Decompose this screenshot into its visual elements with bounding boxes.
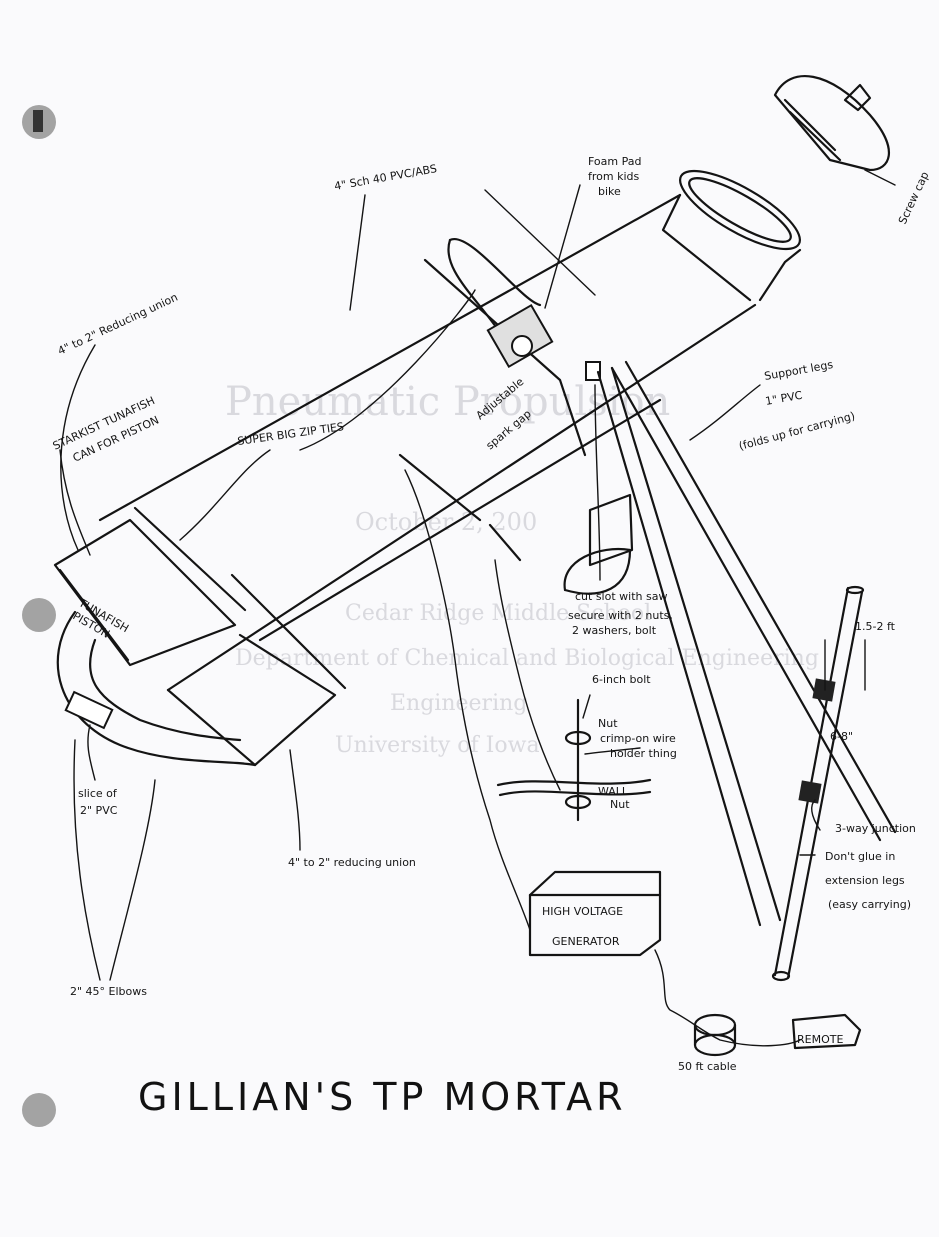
ghost-line-1: October 2, 200 [355,508,537,536]
ghost-line-3: Department of Chemical and Biological En… [235,646,819,671]
ghost-line-2: Cedar Ridge Middle School [345,601,651,626]
label-foam-pad-2: from kids [588,170,640,183]
label-cut-slot-2: secure with 2 nuts, [568,609,673,622]
punch-hole-tab [33,110,43,132]
label-screw-cap: Screw cap [896,170,932,227]
hv-label-1: HIGH VOLTAGE [542,905,623,918]
screw-cap [773,74,890,172]
label-cut-slot-3: 2 washers, bolt [572,624,657,637]
main-tube [98,169,802,692]
label-no-glue-2: extension legs [825,874,905,887]
label-crimp-2: holder thing [610,747,677,760]
label-no-glue-3: (easy carrying) [828,898,911,911]
hv-generator: HIGH VOLTAGE GENERATOR [528,870,801,1057]
elbow-pipes [56,610,257,767]
remote-label: REMOTE [797,1033,843,1046]
label-slice-2: 2" PVC [80,804,118,817]
label-cable: 50 ft cable [678,1060,737,1073]
ghost-line-4: Engineering [390,691,527,716]
support-legs [596,360,897,982]
pvc-slice [64,690,114,730]
spark-gap [398,453,561,931]
label-support-legs-2: 1" PVC [764,389,803,408]
label-wall: WALL [598,785,629,798]
label-junction: 3-way junction [835,822,916,835]
label-foam-pad-1: Foam Pad [588,155,641,168]
label-crimp-1: crimp-on wire [600,732,676,745]
wall-bolt [496,698,652,822]
label-main-tube: 4" Sch 40 PVC/ABS [333,162,438,193]
page-title: GILLIAN'S TP MORTAR [138,1075,626,1119]
punch-hole-middle [22,598,56,632]
ghost-heading: Pneumatic Propulsion [225,379,670,425]
breech-assembly: TUNAFISH PISTON [53,518,337,767]
label-foam-pad-3: bike [598,185,621,198]
leg-hinge [585,361,601,381]
label-elbows: 2" 45° Elbows [70,985,147,998]
ghost-background-text: Pneumatic Propulsion October 2, 200 Ceda… [225,379,819,758]
punch-hole-bottom [22,1093,56,1127]
label-dim-mid: 6-8" [830,730,853,743]
label-slice-1: slice of [78,787,118,800]
label-support-legs-3: (folds up for carrying) [737,409,856,453]
ghost-line-5: University of Iowa [335,733,540,758]
label-no-glue-1: Don't glue in [825,850,895,863]
leg-joint-2 [798,780,822,804]
label-nut-top: Nut [598,717,618,730]
label-reducing-union-bottom: 4" to 2" reducing union [288,856,416,869]
label-support-legs-1: Support legs [763,358,834,383]
label-bolt: 6-inch bolt [592,673,651,686]
hv-label-2: GENERATOR [552,935,620,948]
label-nut-bottom: Nut [610,798,630,811]
label-cut-slot-1: cut slot with saw [575,590,667,603]
leader-lines [59,169,896,981]
label-reducing-union-top: 4" to 2" Reducing union [56,291,180,358]
leg-joint-1 [812,678,836,702]
punch-holes [22,105,56,1127]
label-dim-top: 1.5-2 ft [855,620,896,633]
remote: REMOTE [791,1013,862,1050]
leg-clamp [563,361,634,595]
